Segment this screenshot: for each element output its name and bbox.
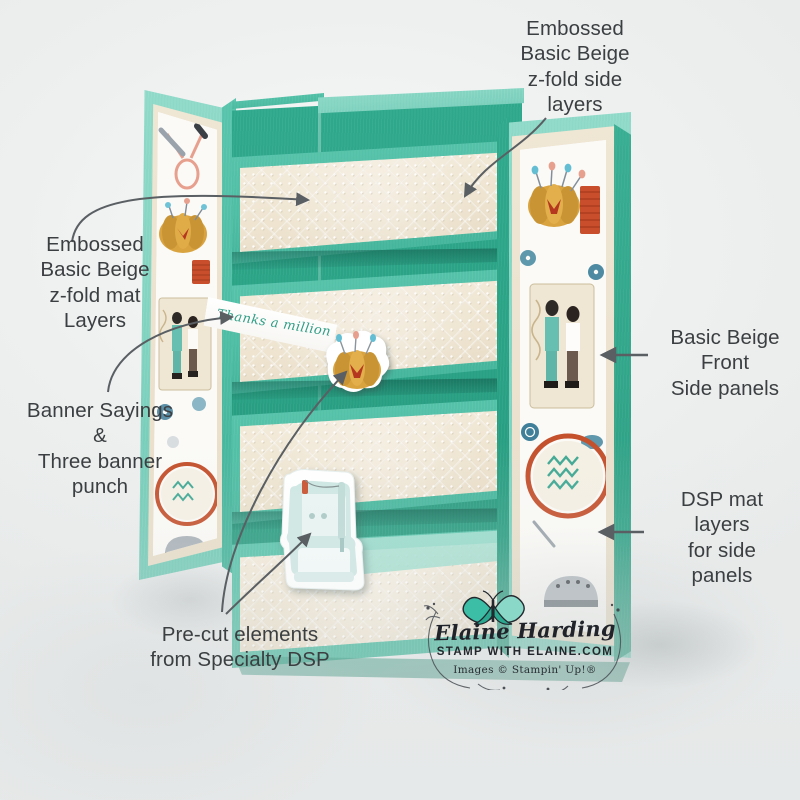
sewing-machine-die-cut (272, 464, 376, 594)
watermark-credit: Images © Stampin' Up!® (453, 664, 597, 676)
annotation-basic-beige-front-side-panels: Basic Beige Front Side panels (670, 326, 780, 400)
watermark: Elaine Harding STAMP WITH ELAINE.COM Ima… (418, 578, 630, 690)
right-panel-hinge (497, 116, 509, 658)
watermark-flourish (423, 590, 622, 690)
pincushion-die-cut (318, 330, 396, 402)
annotation-embossed-mat-layers: Embossed Basic Beige z-fold mat Layers (40, 233, 150, 333)
annotation-pre-cut-elements: Pre-cut elements from Specialty DSP (150, 623, 330, 672)
annotation-embossed-side-layers: Embossed Basic Beige z-fold side layers (520, 17, 630, 117)
watermark-name: Elaine Harding (433, 615, 617, 646)
right-dsp-artwork (520, 140, 606, 634)
watermark-site: STAMP WITH ELAINE.COM (436, 646, 614, 658)
right-panel-dsp (520, 140, 606, 634)
sewing-machine-artwork (279, 469, 365, 591)
pincushion-artwork (326, 330, 390, 392)
butterfly-icon (462, 590, 525, 625)
annotation-banner-sayings: Banner Sayings & Three banner punch (26, 399, 174, 499)
annotation-dsp-mat-layers: DSP mat layers for side panels (680, 488, 764, 588)
